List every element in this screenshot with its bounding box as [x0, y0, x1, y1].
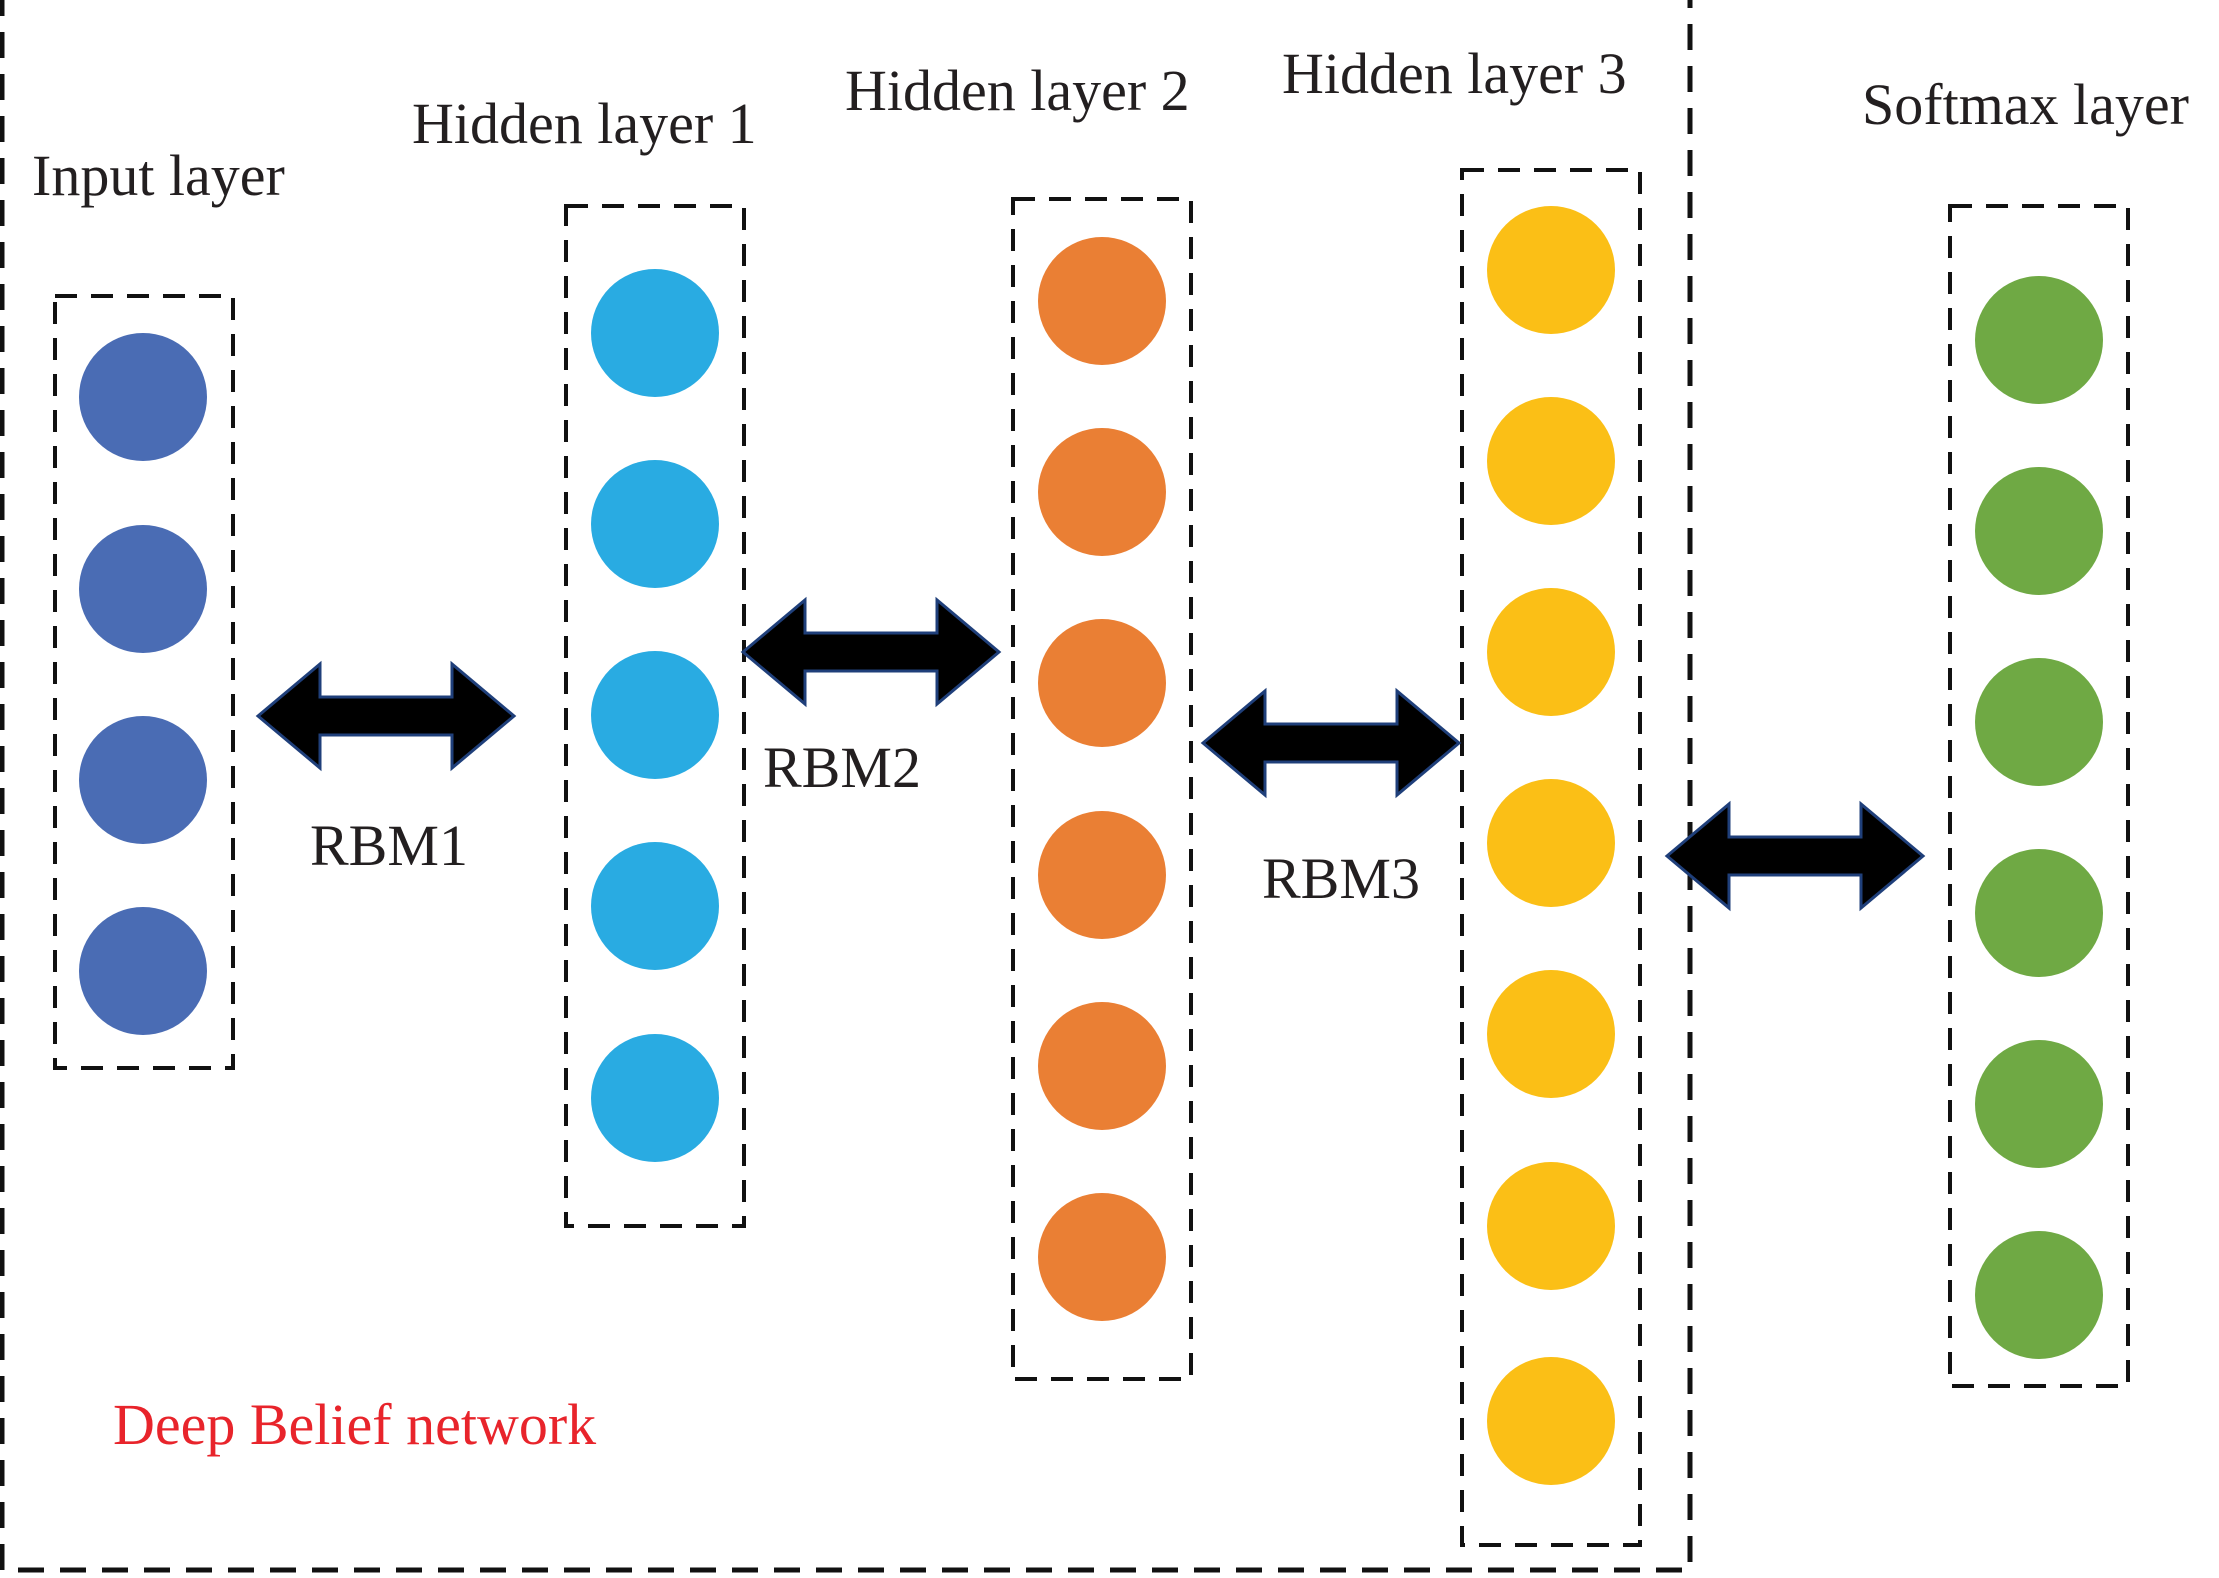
hidden1-neuron	[591, 269, 719, 397]
hidden-layer-3-neurons	[1487, 206, 1615, 1485]
softmax-layer-neurons	[1975, 276, 2103, 1359]
softmax-neuron	[1975, 276, 2103, 404]
hidden3-neuron	[1487, 206, 1615, 334]
rbm1-arrow	[255, 660, 517, 772]
hidden3-neuron	[1487, 1162, 1615, 1290]
hidden1-neuron	[591, 651, 719, 779]
rbm3-arrow	[1200, 687, 1462, 799]
input-neuron	[79, 907, 207, 1035]
hidden1-neuron	[591, 1034, 719, 1162]
softmax-neuron	[1975, 849, 2103, 977]
hidden3-neuron	[1487, 397, 1615, 525]
input-layer-label: Input layer	[32, 143, 285, 208]
input-neuron	[79, 525, 207, 653]
hidden-layer-2-box	[1011, 197, 1193, 1381]
hidden-layer-3-box	[1460, 168, 1642, 1547]
input-neuron	[79, 333, 207, 461]
rbm2-label: RBM2	[763, 735, 921, 800]
rbm2-arrow	[740, 596, 1002, 708]
hidden1-neuron	[591, 460, 719, 588]
hidden3-neuron	[1487, 588, 1615, 716]
softmax-neuron	[1975, 658, 2103, 786]
hidden-layer-1-label: Hidden layer 1	[412, 91, 757, 156]
rbm1-label: RBM1	[310, 813, 468, 878]
softmax-neuron	[1975, 467, 2103, 595]
hidden1-neuron	[591, 842, 719, 970]
hidden2-neuron	[1038, 811, 1166, 939]
hidden2-neuron	[1038, 237, 1166, 365]
hidden-layer-2-label: Hidden layer 2	[845, 58, 1190, 123]
network-label: Deep Belief network	[113, 1392, 596, 1457]
softmax-layer-label: Softmax layer	[1862, 72, 2189, 137]
hidden2-neuron	[1038, 1002, 1166, 1130]
input-layer-neurons	[79, 333, 207, 1035]
input-neuron	[79, 716, 207, 844]
softmax-neuron	[1975, 1040, 2103, 1168]
hidden-layer-1-neurons	[591, 269, 719, 1162]
hidden3-neuron	[1487, 970, 1615, 1098]
hidden2-neuron	[1038, 619, 1166, 747]
hidden2-neuron	[1038, 428, 1166, 556]
hidden-layer-1-box	[564, 204, 746, 1228]
hidden2-neuron	[1038, 1193, 1166, 1321]
hidden-layer-2-neurons	[1038, 237, 1166, 1321]
dbn-boundary	[0, 0, 1693, 1573]
hidden-layer-3-label: Hidden layer 3	[1282, 41, 1627, 106]
rbm3-label: RBM3	[1262, 846, 1420, 911]
softmax-neuron	[1975, 1231, 2103, 1359]
hidden3-neuron	[1487, 1357, 1615, 1485]
softmax-connection-arrow	[1664, 800, 1926, 912]
softmax-layer-box	[1948, 204, 2130, 1388]
hidden3-neuron	[1487, 779, 1615, 907]
input-layer-box	[53, 294, 235, 1070]
